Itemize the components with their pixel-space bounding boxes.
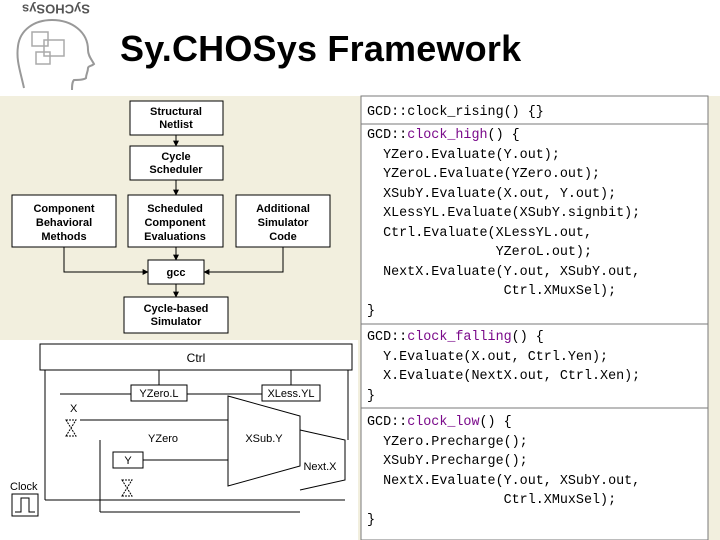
logo-gear-1 bbox=[31, 31, 49, 47]
code-low: GCD::clock_low() { YZero.Precharge(); XS… bbox=[361, 413, 708, 530]
code-panel-rising: GCD::clock_rising() {} bbox=[360, 95, 709, 125]
code-falling-line-0: GCD::clock_falling() { bbox=[367, 330, 544, 345]
ctrl-block bbox=[39, 343, 353, 371]
xsuby-label: XSub.Y bbox=[245, 433, 283, 445]
gcc-box: gcc bbox=[147, 259, 205, 285]
code-panel-low bbox=[360, 407, 709, 540]
xlessyl-label: XLess.YL bbox=[267, 388, 314, 400]
arrow-behavioral-to-gcc bbox=[63, 247, 149, 275]
clock-waveform-icon bbox=[15, 497, 35, 513]
scheduled-component-line2: Component bbox=[144, 217, 205, 229]
code-high-line-8: Ctrl.XMuxSel); bbox=[367, 284, 617, 299]
x-label: X bbox=[70, 403, 78, 415]
code-low-line-2: XSubY.Precharge(); bbox=[367, 454, 528, 469]
header: SyCHOSys Sy.CHOSys Framework bbox=[0, 0, 720, 96]
sychosys-logo: SyCHOSys bbox=[16, 2, 96, 91]
code-text-high: GCD::clock_high() { YZero.Evaluate(Y.out… bbox=[361, 126, 708, 321]
code-high-line-0: GCD::clock_high() { bbox=[367, 128, 520, 143]
code-low-line-3: NextX.Evaluate(Y.out, XSubY.out, bbox=[367, 473, 641, 489]
structural-netlist-line1: Structural bbox=[150, 106, 202, 118]
nextx-mux bbox=[299, 429, 346, 491]
code-high-fn: clock_high bbox=[407, 128, 488, 143]
clock-box bbox=[11, 493, 39, 517]
code-high-line-3: XSubY.Evaluate(X.out, Y.out); bbox=[367, 186, 617, 202]
yzerol-label: YZero.L bbox=[139, 388, 178, 400]
component-behavioral-line2: Behavioral bbox=[36, 217, 92, 229]
code-panel-falling bbox=[360, 323, 709, 409]
additional-simulator-line2: Simulator bbox=[258, 217, 309, 229]
code-high-line-2: YZeroL.Evaluate(YZero.out); bbox=[367, 167, 601, 182]
code-high-line-5: Ctrl.Evaluate(XLessYL.out, bbox=[367, 225, 592, 241]
cycle-scheduler-line2: Scheduler bbox=[149, 164, 203, 176]
code-panel-high bbox=[360, 123, 709, 325]
code-falling-line-2: X.Evaluate(NextX.out, Ctrl.Xen); bbox=[367, 369, 641, 384]
nextx-label: Next.X bbox=[303, 461, 337, 473]
code-low-fn: clock_low bbox=[407, 415, 480, 430]
y-label: Y bbox=[124, 455, 132, 467]
code-low-line-5: } bbox=[367, 512, 376, 528]
ctrl-label: Ctrl bbox=[187, 351, 206, 365]
code-text-low: GCD::clock_low() { YZero.Precharge(); XS… bbox=[361, 413, 708, 530]
y-register-icon bbox=[121, 479, 133, 497]
gcd-circuit-schematic: Ctrl YZero.L XLess.YL X YZero XSub.Y Y N… bbox=[0, 340, 358, 540]
scheduled-component-line3: Evaluations bbox=[144, 231, 206, 243]
yzero-label: YZero bbox=[148, 433, 178, 445]
head-with-gears-logo bbox=[16, 18, 96, 91]
code-falling-fn: clock_falling bbox=[407, 330, 512, 345]
additional-simulator-line3: Code bbox=[269, 231, 297, 243]
code-falling-line-1: Y.Evaluate(X.out, Ctrl.Yen); bbox=[367, 349, 609, 365]
code-falling-line-3: } bbox=[367, 388, 376, 404]
scheduled-component-line1: Scheduled bbox=[147, 203, 203, 215]
code-high-line-6: YZeroL.out); bbox=[367, 245, 592, 260]
code-falling: GCD::clock_falling() { Y.Evaluate(X.out,… bbox=[361, 328, 708, 406]
code-text-falling: GCD::clock_falling() { Y.Evaluate(X.out,… bbox=[361, 328, 708, 406]
code-rising-fn: clock_rising bbox=[407, 105, 503, 120]
component-behavioral-line3: Methods bbox=[41, 231, 86, 243]
cycle-scheduler-line1: Cycle bbox=[161, 151, 190, 163]
clock-label: Clock bbox=[10, 481, 38, 493]
xsuby-block bbox=[227, 395, 301, 487]
logo-text: SyCHOSys bbox=[22, 2, 90, 17]
code-rising-line-0: GCD::clock_rising() {} bbox=[367, 105, 544, 120]
code-high: GCD::clock_high() { YZero.Evaluate(Y.out… bbox=[361, 126, 708, 321]
cycle-based-line1: Cycle-based bbox=[144, 303, 209, 315]
cycle-based-line2: Simulator bbox=[151, 316, 202, 328]
code-low-line-4: Ctrl.XMuxSel); bbox=[367, 493, 617, 508]
arrow-additional-to-gcc bbox=[203, 247, 284, 275]
x-register-icon bbox=[65, 419, 77, 437]
code-low-line-1: YZero.Precharge(); bbox=[367, 434, 528, 450]
code-low-line-0: GCD::clock_low() { bbox=[367, 415, 512, 430]
code-high-line-9: } bbox=[367, 303, 376, 319]
code-high-line-7: NextX.Evaluate(Y.out, XSubY.out, bbox=[367, 264, 641, 280]
component-behavioral-line1: Component bbox=[33, 203, 94, 215]
gcc-label: gcc bbox=[167, 267, 186, 279]
structural-netlist-line2: Netlist bbox=[159, 119, 193, 131]
logo-gear-2 bbox=[43, 39, 65, 57]
page-title: Sy.CHOSys Framework bbox=[120, 28, 522, 69]
additional-simulator-line1: Additional bbox=[256, 203, 310, 215]
code-high-line-1: YZero.Evaluate(Y.out); bbox=[367, 147, 560, 163]
code-high-line-4: XLessYL.Evaluate(XSubY.signbit); bbox=[367, 206, 641, 221]
yzero-block bbox=[137, 430, 189, 446]
logo-gear-3 bbox=[35, 51, 51, 65]
